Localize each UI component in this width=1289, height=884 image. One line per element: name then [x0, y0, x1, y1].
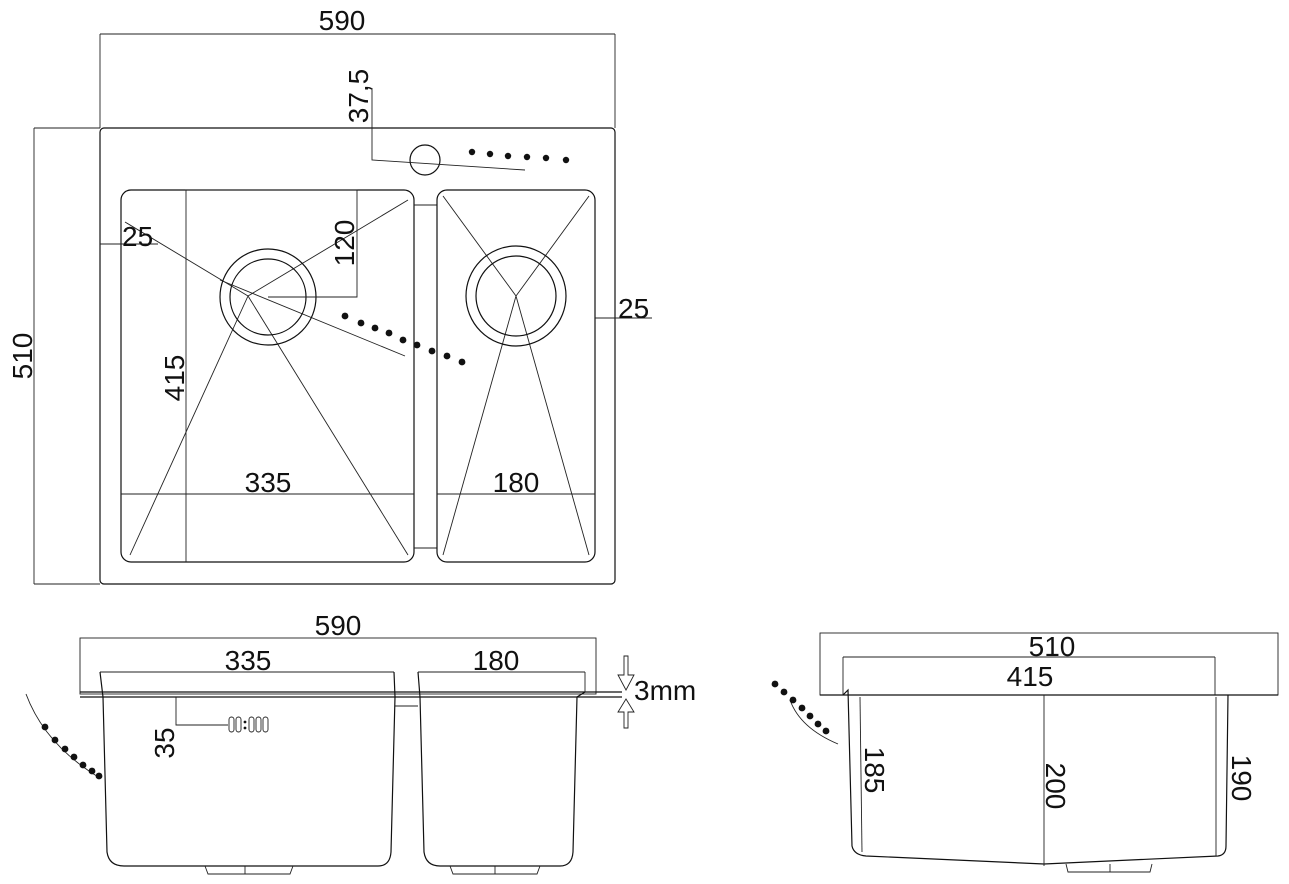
overflow-slots	[228, 716, 269, 733]
front-edge-detail-arc	[25, 693, 101, 779]
thickness-arrows	[617, 655, 635, 729]
small-bowl-outline	[436, 189, 596, 563]
small-bowl-width-label: 180	[493, 467, 540, 498]
bowl-depth-label: 415	[159, 355, 190, 402]
side-bowl-depth-label: 415	[1007, 661, 1054, 692]
sink-deck-outline	[99, 127, 616, 585]
large-drain-leader-line	[219, 279, 406, 357]
front-view: 590 335 180 35 3mm	[25, 610, 696, 875]
large-bowl-slope-line	[124, 221, 249, 297]
side-front-height-label: 185	[859, 747, 890, 794]
side-edge-detail-arc	[789, 699, 839, 745]
large-bowl-slope-line	[247, 199, 409, 297]
front-deck-outline	[79, 637, 597, 695]
small-bowl-drain-outer	[465, 245, 567, 347]
faucet-offset-label: 37,5	[343, 69, 374, 124]
side-edge-dotted-callout	[771, 680, 830, 735]
large-bowl-width-label: 335	[245, 467, 292, 498]
front-large-bowl-width-label: 335	[225, 645, 272, 676]
large-bowl-slope-line	[129, 295, 249, 556]
front-small-bowl-profile	[417, 671, 586, 867]
left-margin-label: 25	[122, 221, 153, 252]
side-center-height-label: 200	[1040, 763, 1071, 810]
right-margin-label: 25	[618, 293, 649, 324]
small-bowl-slope-line	[515, 295, 590, 556]
front-overall-width-label: 590	[315, 610, 362, 641]
small-bowl-drain-inner	[475, 255, 557, 337]
front-large-bowl-profile	[99, 671, 396, 867]
top-overall-width-label: 590	[319, 5, 366, 36]
drain-offset-dimension-line	[185, 189, 358, 298]
small-bowl-slope-line	[515, 195, 590, 297]
front-large-bowl-drain	[204, 865, 294, 875]
small-bowl-slope-line	[442, 195, 517, 297]
side-bowl-profile	[842, 688, 1229, 865]
side-back-height-label: 190	[1226, 755, 1257, 802]
side-view: 510 415 185 200 190	[771, 631, 1279, 873]
side-drain	[1065, 863, 1153, 873]
drain-dotted-callout	[341, 312, 466, 366]
deck-thickness-label: 3mm	[634, 675, 696, 706]
side-front-height-line	[859, 696, 863, 853]
top-view: 590 510 37,5 25 25 120 415 335 180	[7, 5, 652, 585]
front-edge-dotted-callout	[41, 723, 103, 780]
faucet-leader-line	[371, 88, 526, 171]
overflow-height-label: 35	[149, 727, 180, 758]
faucet-dotted-callout	[468, 148, 570, 164]
top-overall-depth-label: 510	[7, 333, 38, 380]
faucet-hole	[409, 144, 441, 176]
drain-offset-label: 120	[329, 220, 360, 267]
front-small-bowl-width-label: 180	[473, 645, 520, 676]
large-bowl-slope-line	[247, 295, 409, 556]
side-overall-depth-label: 510	[1029, 631, 1076, 662]
small-bowl-slope-line	[442, 295, 517, 556]
overflow-dimension-line	[175, 697, 228, 726]
